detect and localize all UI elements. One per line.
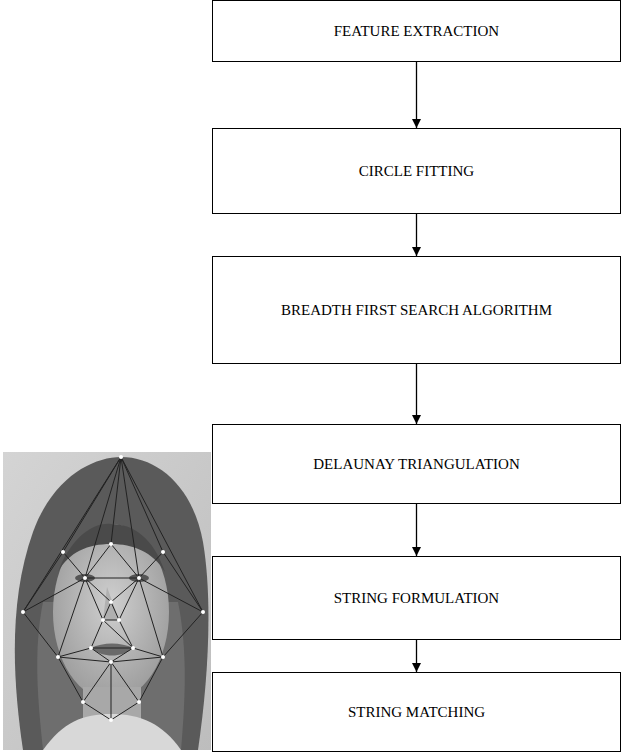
box-label: STRING FORMULATION — [326, 588, 507, 608]
box-label: DELAUNAY TRIANGULATION — [305, 454, 528, 474]
process-box: STRING FORMULATION — [212, 556, 621, 640]
process-box: CIRCLE FITTING — [212, 128, 621, 214]
box-label: BREADTH FIRST SEARCH ALGORITHM — [273, 300, 560, 320]
process-box: FEATURE EXTRACTION — [212, 0, 621, 62]
face-photo — [3, 452, 211, 750]
flow-arrow — [416, 364, 417, 424]
flow-arrow — [416, 214, 417, 256]
flow-arrow — [416, 62, 417, 128]
process-box: DELAUNAY TRIANGULATION — [212, 424, 621, 504]
process-box: BREADTH FIRST SEARCH ALGORITHM — [212, 256, 621, 364]
flow-arrow — [416, 640, 417, 672]
box-label: FEATURE EXTRACTION — [326, 21, 507, 41]
box-label: STRING MATCHING — [340, 702, 493, 722]
box-label: CIRCLE FITTING — [351, 161, 482, 181]
flow-arrow — [416, 504, 417, 556]
process-box: STRING MATCHING — [212, 672, 621, 752]
